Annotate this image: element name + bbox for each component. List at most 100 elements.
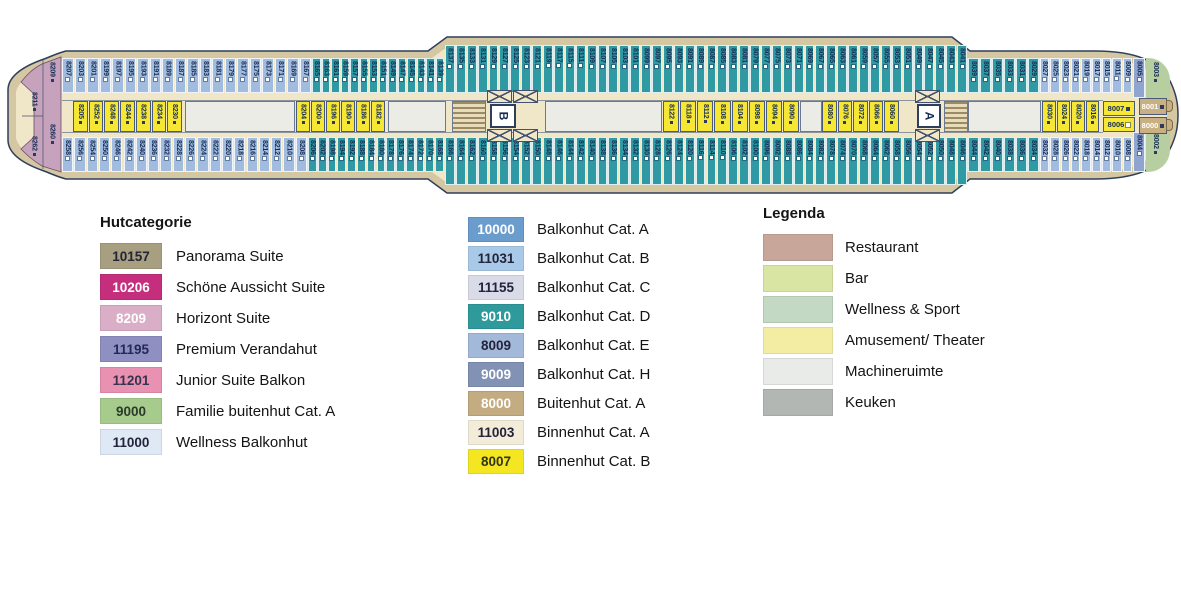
cabin: 8066 — [868, 101, 884, 132]
cabin-marker-icon — [447, 63, 453, 69]
cabin: 8095 — [662, 45, 673, 93]
cabin-number: 8135 — [457, 48, 465, 63]
cabin: 8032 — [1040, 137, 1050, 172]
cabin-marker-icon — [858, 120, 862, 124]
cabin-marker-icon — [1052, 76, 1058, 82]
cabin-marker-icon — [165, 76, 171, 82]
cabin-number: 8205 — [76, 104, 84, 119]
cabin-number: 8089 — [697, 48, 705, 63]
cabin-number: 8244 — [123, 104, 131, 119]
cabin: 8106 — [728, 137, 739, 185]
legend-label: Horizont Suite — [176, 309, 271, 327]
cabin-number: 8203 — [76, 61, 84, 76]
cabin-marker-icon — [1083, 155, 1089, 161]
legend-label: Balkonhut Cat. C — [537, 279, 651, 296]
cabin-number: 8169 — [289, 61, 297, 76]
cabin-number: 8068 — [860, 140, 868, 155]
cabin: 8149 — [388, 58, 397, 93]
cabin: 8170 — [425, 137, 435, 172]
cabin-marker-icon — [995, 76, 1000, 82]
cabin-number: 8082 — [816, 140, 824, 155]
cabin-marker-icon — [926, 63, 932, 69]
legend-swatch: 8009 — [468, 333, 524, 358]
cabin-marker-icon — [872, 63, 878, 69]
cabin-number: 8159 — [341, 61, 349, 76]
cabin: 8158 — [488, 137, 499, 185]
cabin-marker-icon — [708, 63, 714, 69]
cabin-marker-icon — [342, 76, 348, 82]
cabin-number: 8126 — [664, 140, 672, 155]
cabin-marker-icon — [102, 76, 108, 82]
cabin-marker-icon — [890, 120, 894, 124]
cabin-number: 8130 — [642, 140, 650, 155]
cabin-number: 8001 — [1141, 102, 1159, 111]
cabin-number: 8093 — [675, 48, 683, 63]
cabin-number: 8138 — [598, 140, 606, 155]
cabin-marker-icon — [125, 120, 129, 124]
stairwell-b-label: B — [490, 104, 516, 128]
cabin-number: 8026 — [1061, 140, 1069, 155]
cabin: 8017 — [1091, 58, 1101, 93]
cabin: 8177 — [237, 58, 249, 93]
cabin: 8160 — [477, 137, 488, 185]
cabin-number: 8214 — [260, 140, 268, 155]
cabin-number: 8238 — [139, 104, 147, 119]
cabin-marker-icon — [32, 108, 36, 112]
stairs-icon — [452, 101, 486, 132]
machine-room-strip — [388, 101, 446, 132]
cabin: 8083 — [728, 45, 739, 93]
cabin: 8206 — [308, 137, 317, 172]
cabin-marker-icon — [610, 155, 616, 161]
cabin-marker-icon — [388, 155, 394, 161]
cabin: 8152 — [521, 137, 532, 185]
cabin-number: 8103 — [620, 48, 628, 63]
cabin-number: 8097 — [653, 48, 661, 63]
cabin: 8131 — [477, 45, 488, 93]
cabin-marker-icon — [905, 63, 911, 69]
cabin: 8194 — [337, 137, 347, 172]
cabin-marker-icon — [883, 63, 889, 69]
cabin-number: 8188 — [357, 140, 365, 155]
cabin-number: 8016 — [1088, 104, 1096, 119]
cabin: 8196 — [326, 101, 340, 132]
cabin: 8120 — [684, 137, 695, 185]
cabin-number: 8099 — [642, 48, 650, 63]
cabin-number: 8207 — [64, 61, 72, 76]
cabin-number: 8201 — [89, 61, 97, 76]
cabin-number: 8037 — [982, 61, 989, 76]
cabin-number: 8098 — [753, 104, 761, 119]
cabin-number: 8045 — [936, 48, 944, 63]
cabin-marker-icon — [545, 63, 551, 69]
cabin-marker-icon — [202, 76, 208, 82]
cabin: 8029 — [1028, 58, 1039, 93]
cabin: 8157 — [350, 58, 359, 93]
cabin-number: 8076 — [841, 104, 849, 119]
cabin-number: 8175 — [251, 61, 259, 76]
cabin: 8103 — [619, 45, 630, 93]
cabin-marker-icon — [937, 155, 943, 161]
cabin-marker-icon — [1007, 76, 1012, 82]
cabin-number: 8129 — [490, 48, 498, 63]
cabin-number: 8077 — [762, 48, 770, 63]
cabin-number: 8049 — [914, 48, 922, 63]
stern-balcony-bump — [1166, 119, 1173, 131]
cabin-marker-icon — [643, 63, 649, 69]
cabin-marker-icon — [1124, 155, 1130, 161]
cabin: 8011 — [1112, 58, 1122, 93]
cabin-marker-icon — [349, 155, 355, 161]
cabin: 8126 — [662, 137, 673, 185]
cabin-number: 8222 — [211, 140, 219, 155]
cabin-marker-icon — [480, 155, 486, 161]
cabin-marker-icon — [983, 76, 988, 82]
cabin-number: 8120 — [686, 140, 694, 155]
cabin-number: 8170 — [426, 140, 434, 155]
legend-label: Balkonhut Cat. B — [537, 250, 650, 267]
cabin: 8209 — [44, 60, 60, 108]
cabin: 8203 — [74, 58, 86, 93]
cabin: 8008 — [1122, 137, 1132, 172]
cabin: 8082 — [815, 137, 826, 185]
cabin: 8185 — [187, 58, 199, 93]
cabin: 8072 — [853, 101, 868, 132]
